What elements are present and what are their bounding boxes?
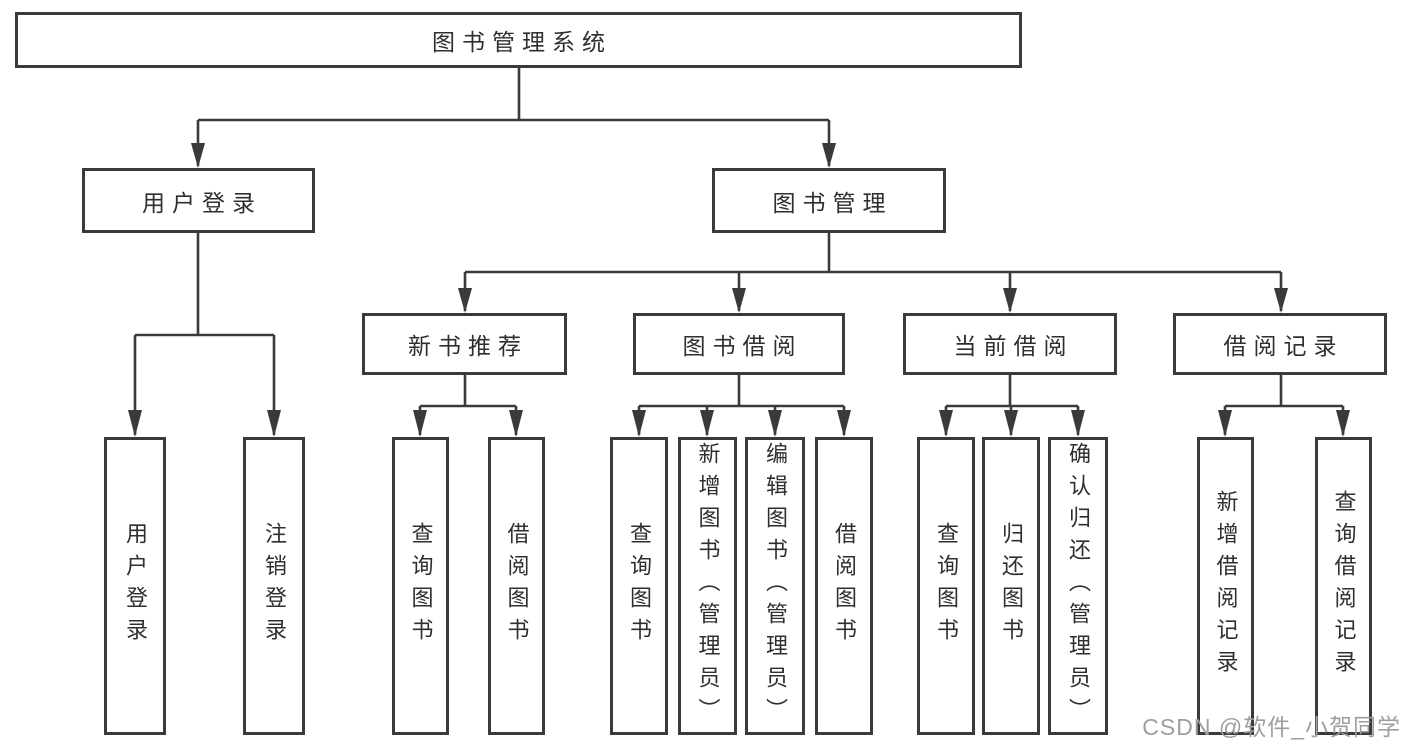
leaf-recommend-query-book: 查询图书 <box>392 437 449 735</box>
leaf-label: 编辑图书（管理员） <box>763 442 788 730</box>
node-book-management: 图书管理 <box>712 168 946 233</box>
leaf-label: 借阅图书 <box>504 522 530 650</box>
leaf-confirm-return-admin: 确认归还（管理员） <box>1048 437 1108 735</box>
leaf-recommend-borrow-book: 借阅图书 <box>488 437 545 735</box>
leaf-label: 确认归还（管理员） <box>1066 442 1091 730</box>
node-label: 图书借阅 <box>682 333 803 359</box>
leaf-edit-book-admin: 编辑图书（管理员） <box>745 437 805 735</box>
node-label: 新书推荐 <box>408 333 528 359</box>
leaf-logout: 注销登录 <box>243 437 305 735</box>
leaf-add-borrow-record: 新增借阅记录 <box>1197 437 1254 735</box>
node-library-management-system: 图书管理系统 <box>15 12 1022 68</box>
node-user-login: 用户登录 <box>82 168 315 233</box>
leaf-user-login: 用户登录 <box>104 437 166 735</box>
leaf-current-query-book: 查询图书 <box>917 437 975 735</box>
arrowheads <box>128 143 1350 437</box>
node-new-book-recommendation: 新书推荐 <box>362 313 567 375</box>
leaf-label: 查询图书 <box>934 522 959 650</box>
node-book-borrowing: 图书借阅 <box>633 313 845 375</box>
leaf-label: 查询图书 <box>627 522 652 650</box>
node-borrowing-records: 借阅记录 <box>1173 313 1387 375</box>
leaf-borrow-book: 借阅图书 <box>815 437 873 735</box>
leaf-add-book-admin: 新增图书（管理员） <box>678 437 737 735</box>
leaf-return-book: 归还图书 <box>982 437 1040 735</box>
leaf-query-borrow-record: 查询借阅记录 <box>1315 437 1372 735</box>
leaf-label: 新增借阅记录 <box>1213 490 1239 682</box>
leaf-label: 查询图书 <box>408 522 434 650</box>
leaf-borrow-query-book: 查询图书 <box>610 437 668 735</box>
leaf-label: 用户登录 <box>123 522 148 650</box>
node-current-borrowing: 当前借阅 <box>903 313 1117 375</box>
leaf-label: 查询借阅记录 <box>1331 490 1357 682</box>
leaf-label: 注销登录 <box>262 522 287 650</box>
node-label: 图书管理系统 <box>432 29 612 55</box>
leaf-label: 借阅图书 <box>832 522 857 650</box>
leaf-label: 归还图书 <box>999 522 1024 650</box>
node-label: 借阅记录 <box>1223 333 1344 359</box>
leaf-label: 新增图书（管理员） <box>695 442 721 730</box>
node-label: 用户登录 <box>142 189 262 216</box>
node-label: 图书管理 <box>772 189 893 216</box>
csdn-watermark: CSDN @软件_小贺同学 <box>1142 714 1401 740</box>
node-label: 当前借阅 <box>953 333 1074 359</box>
